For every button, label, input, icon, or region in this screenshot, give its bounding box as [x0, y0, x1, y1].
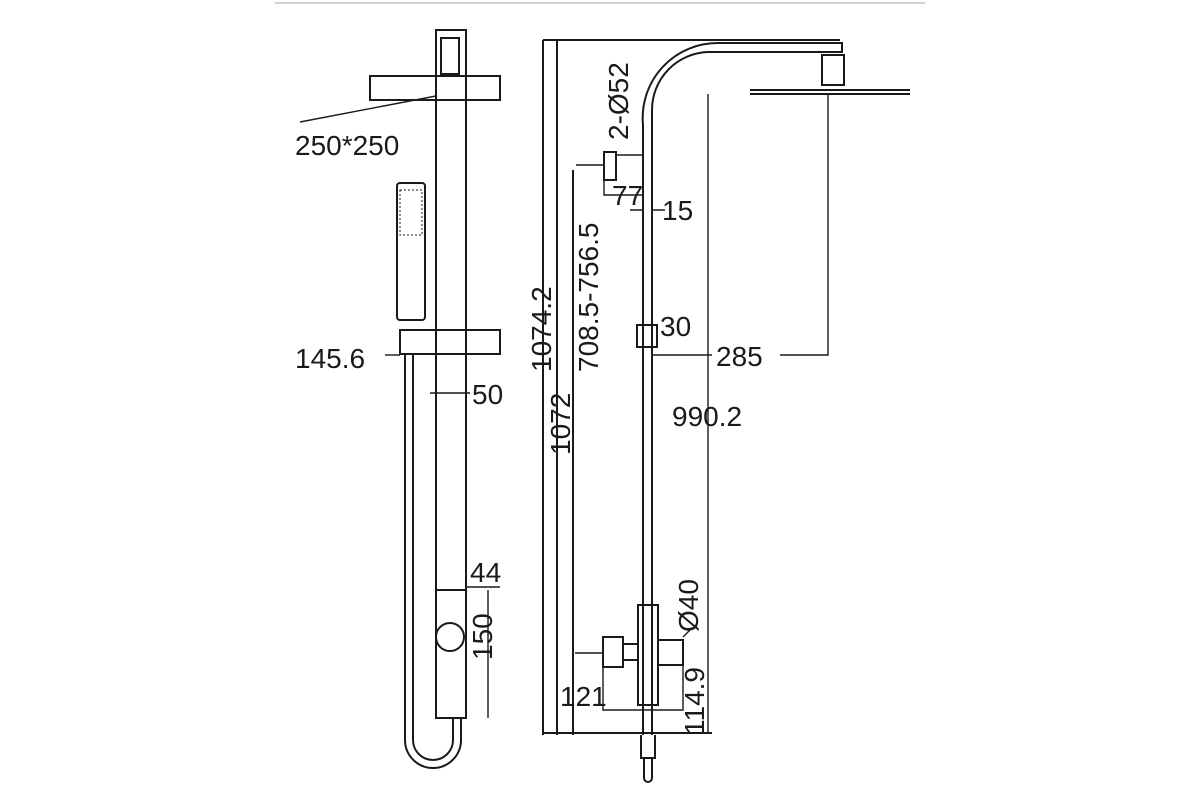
label-valve-height: 121: [560, 681, 607, 712]
label-bracket-height: 708.5-756.5: [573, 223, 604, 372]
hand-shower-nozzles: [399, 189, 423, 236]
label-head-size: 250*250: [295, 130, 399, 161]
label-valve-height: 150: [467, 613, 498, 660]
head-swivel: [821, 54, 845, 86]
rain-head: [369, 75, 501, 101]
label-pipe-diameter: 15: [662, 195, 693, 226]
label-arm-height: 1072: [545, 393, 576, 455]
label-wall-bracket: 2-Ø52: [603, 62, 634, 140]
label-valve-diameter: Ø40: [673, 579, 704, 632]
dim-lines: [707, 94, 829, 733]
head-connector: [440, 37, 460, 75]
label-head-height: 990.2: [672, 401, 742, 432]
valve-dims: [575, 629, 691, 711]
label-slider-width: 145.6: [295, 343, 365, 374]
inlet-connector: [640, 735, 656, 783]
column: [435, 29, 467, 591]
valve-outlet: [657, 639, 684, 666]
mixer-valve-body: [435, 589, 467, 719]
bracket-dims: [576, 154, 665, 211]
valve-plate: [637, 604, 659, 706]
valve-stem: [622, 643, 639, 661]
label-column-width: 50: [472, 379, 503, 410]
label-total-height: 1074.2: [526, 286, 557, 372]
valve-knob: [435, 622, 465, 652]
label-valve-depth: 114.9: [679, 667, 710, 735]
leader-line: [299, 95, 437, 123]
slider: [636, 324, 658, 348]
riser-pipe: [641, 41, 843, 735]
front-view: 250*250 145.6 50 44 150: [295, 29, 503, 769]
wall-bracket: [603, 151, 617, 181]
hand-shower: [396, 182, 426, 321]
label-slider-size: 30: [660, 311, 691, 342]
hose: [404, 355, 462, 769]
label-valve-width: 44: [470, 557, 501, 588]
label-bracket-depth: 77: [612, 180, 643, 211]
valve-handle: [602, 636, 624, 668]
slider-bracket: [399, 329, 501, 355]
label-arm-reach: 285: [716, 341, 763, 372]
side-view: 2-Ø52 77 15 708.5-756.5 1074.2 1072 30 2…: [526, 39, 910, 783]
